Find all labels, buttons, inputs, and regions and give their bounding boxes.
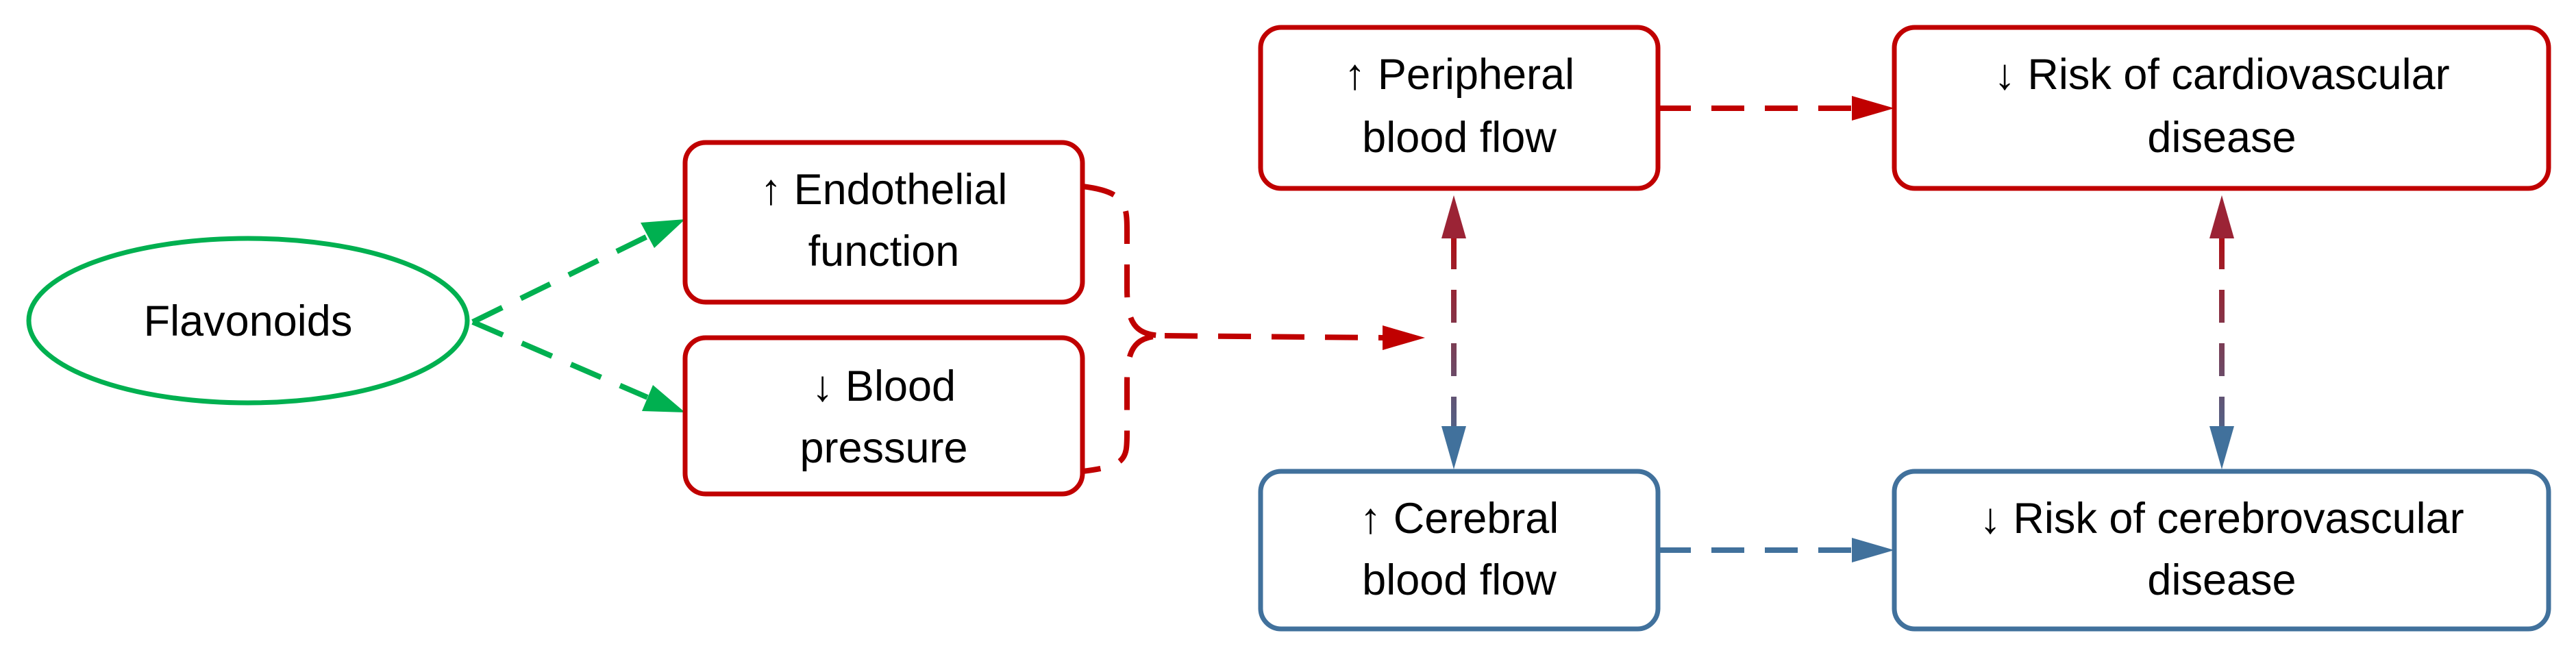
node-label-line-2: blood flow (1362, 114, 1557, 162)
node-label-line-1: ↓ Risk of cerebrovascular (1979, 495, 2464, 543)
edge-combined-to-blood-flow (1082, 184, 1425, 474)
edge-cerebral-to-cerebro (1658, 538, 1894, 562)
node-shape (682, 335, 1085, 497)
node-shape (682, 140, 1085, 305)
node-cerebrovascular-risk: ↓ Risk of cerebrovascular disease (1892, 469, 2551, 632)
arrowhead-up (1441, 195, 1466, 238)
node-label-line-2: pressure (800, 424, 967, 472)
node-flavonoids: Flavonoids (26, 236, 470, 406)
arrowhead (641, 219, 685, 248)
node-cardiovascular-risk: ↓ Risk of cardiovascular disease (1892, 25, 2551, 191)
arrowhead (1852, 96, 1894, 121)
edge-line (471, 234, 649, 325)
arrowhead (1852, 538, 1894, 562)
node-endothelial-function: ↑ Endothelial function (682, 140, 1085, 305)
node-label-line-1: ↓ Blood (812, 362, 956, 410)
arrowhead-down (2209, 426, 2234, 469)
edge-line (471, 319, 649, 400)
node-peripheral-blood-flow: ↑ Peripheral blood flow (1258, 25, 1661, 191)
node-shape (1258, 469, 1661, 632)
node-shape (1258, 25, 1661, 191)
node-shape (1892, 25, 2551, 191)
edge-peripheral-to-cardio (1658, 96, 1894, 121)
arrowhead-down (1441, 426, 1466, 469)
node-label-line-2: blood flow (1362, 556, 1557, 604)
arrowhead (1383, 325, 1425, 350)
node-blood-pressure: ↓ Blood pressure (682, 335, 1085, 497)
edge-peripheral-cerebral (1441, 195, 1466, 469)
node-label-line-2: function (808, 227, 960, 275)
node-label-line-1: ↑ Peripheral (1344, 51, 1574, 99)
node-cerebral-blood-flow: ↑ Cerebral blood flow (1258, 469, 1661, 632)
node-label-line-1: ↑ Cerebral (1360, 495, 1559, 543)
edge-flavonoids-to-blood-pressure (471, 319, 685, 412)
node-label-line-1: ↓ Risk of cardiovascular (1994, 51, 2449, 99)
node-label-line-1: ↑ Endothelial (760, 166, 1008, 214)
node-shape (26, 236, 470, 406)
edge-line (1164, 333, 1385, 340)
node-label-line-2: disease (2147, 556, 2296, 604)
bracket-line (1082, 184, 1165, 474)
node-label-line-2: disease (2147, 114, 2296, 162)
edge-flavonoids-to-endothelial (471, 219, 685, 325)
edge-cardio-cerebro (2209, 195, 2234, 469)
arrowhead-up (2209, 195, 2234, 238)
arrowhead (642, 385, 685, 412)
node-shape (1892, 469, 2551, 632)
node-label: Flavonoids (144, 297, 353, 345)
